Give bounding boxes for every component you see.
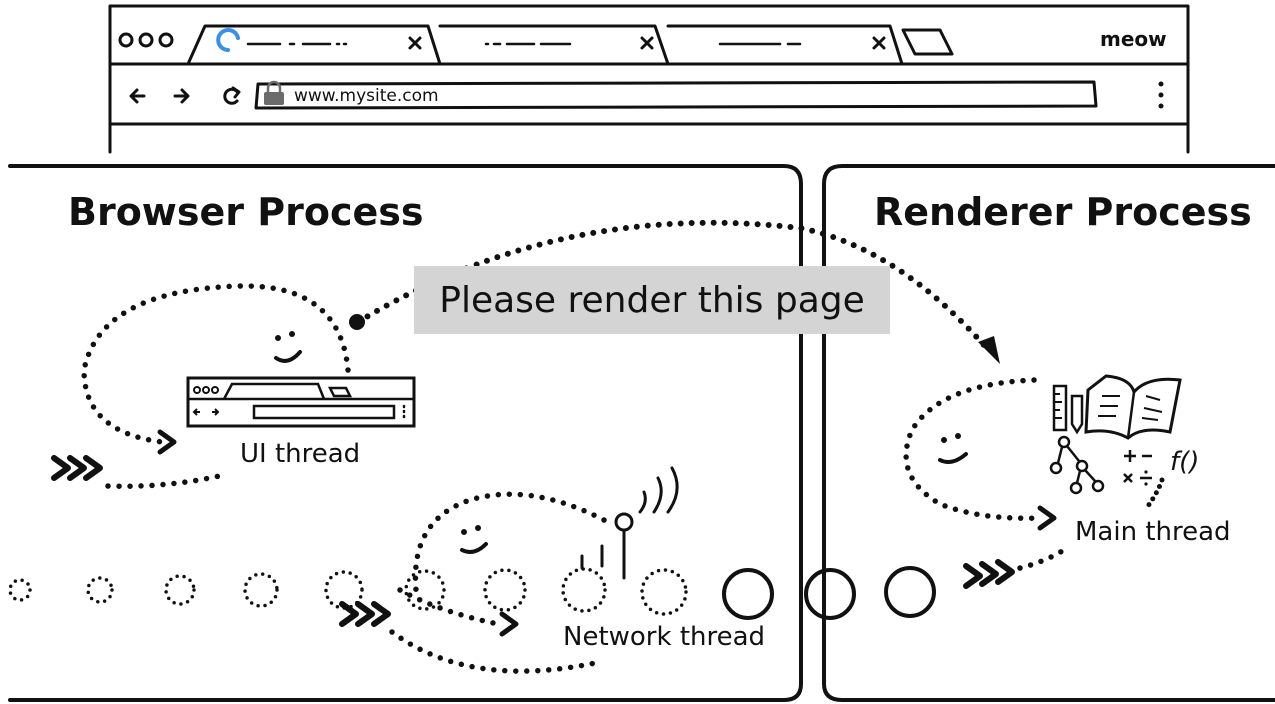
browser-window: meow www.mysite.com: [108, 4, 1190, 154]
main-thread-loop-arrow-icon: [1037, 505, 1057, 531]
reload-icon[interactable]: [223, 86, 241, 105]
brand-label: meow: [1100, 27, 1167, 51]
loading-spinner-icon: [216, 28, 240, 52]
tab-3[interactable]: [666, 24, 904, 66]
lock-icon: [264, 80, 284, 105]
renderer-process-title: Renderer Process: [874, 190, 1252, 234]
queue-item: [243, 572, 279, 608]
tab-1[interactable]: [186, 24, 442, 66]
tab-2[interactable]: [438, 24, 670, 66]
tab-close-icon[interactable]: [408, 36, 422, 50]
browser-process-box: [8, 164, 803, 702]
ui-thread: UI thread: [51, 283, 416, 489]
address-text: www.mysite.com: [294, 86, 439, 106]
queue-item: [164, 574, 196, 606]
ipc-message-origin-dot: [349, 314, 365, 330]
queue-item: [483, 568, 527, 612]
new-tab-button[interactable]: [901, 28, 954, 56]
back-button[interactable]: [129, 88, 146, 104]
window-maximize-dot[interactable]: [158, 32, 174, 48]
network-thread-loop-tail: [397, 587, 501, 627]
back-arrow-icon[interactable]: [129, 88, 146, 104]
main-thread-drip-path: [1145, 477, 1165, 509]
queue-item-solid: [884, 566, 936, 618]
message-text: Please render this page: [439, 280, 865, 321]
ui-thread-loop: [81, 283, 351, 445]
reload-button[interactable]: [223, 86, 241, 105]
ui-thread-face-icon: [274, 331, 302, 363]
forward-button[interactable]: [173, 88, 190, 104]
more-vertical-icon[interactable]: [1158, 81, 1164, 109]
ui-thread-label: UI thread: [240, 439, 360, 469]
queue-item: [640, 568, 688, 616]
queue-item: [86, 576, 114, 604]
queue-item: [561, 567, 607, 613]
queue-item-solid: [722, 568, 774, 620]
tab-close-icon[interactable]: [640, 36, 654, 50]
book-icon: [1084, 374, 1182, 440]
renderer-process-box: [822, 164, 1275, 702]
function-glyph-icon: f(): [1170, 447, 1199, 477]
main-thread-incoming-path: [1017, 547, 1067, 571]
tree-diagram-icon: [1049, 435, 1105, 495]
main-thread: f() Main thread: [903, 374, 1231, 589]
address-bar-outline[interactable]: [254, 80, 1098, 110]
tab-close-icon[interactable]: [872, 36, 886, 50]
message-box: [414, 266, 890, 334]
network-thread: Network thread: [339, 466, 765, 674]
browser-window-frame: [108, 4, 1190, 154]
main-thread-loop: [903, 377, 1043, 521]
queue-item: [404, 569, 446, 611]
forward-arrow-icon[interactable]: [173, 88, 190, 104]
math-symbols-icon: [1123, 450, 1152, 486]
network-thread-loop: [412, 491, 607, 593]
main-thread-face-icon: [938, 433, 968, 464]
queue-item: [8, 578, 32, 602]
window-close-dot[interactable]: [118, 32, 134, 48]
network-thread-incoming-path: [389, 629, 603, 674]
mini-browser-icon: [186, 376, 416, 428]
ipc-message-arrowhead-icon: [978, 336, 1000, 364]
main-thread-chevrons-icon: [963, 559, 1015, 589]
antenna-signal-icon: [580, 466, 679, 580]
ui-thread-chevrons-icon: [51, 455, 103, 481]
ui-thread-incoming-path: [105, 471, 231, 489]
main-thread-label: Main thread: [1075, 517, 1231, 547]
network-thread-loop-arrow-icon: [499, 611, 519, 637]
ipc-message-path: [355, 219, 993, 355]
address-bar[interactable]: www.mysite.com: [254, 80, 1098, 110]
ui-thread-loop-arrow-icon: [157, 429, 177, 455]
browser-process-title: Browser Process: [68, 190, 424, 234]
network-thread-chevrons-icon: [339, 601, 391, 627]
network-thread-label: Network thread: [563, 622, 765, 652]
window-minimize-dot[interactable]: [138, 32, 154, 48]
queue-item: [324, 570, 364, 610]
window-controls[interactable]: [118, 32, 174, 48]
ruler-pencil-icon: [1052, 384, 1084, 435]
message-queue: [8, 566, 936, 620]
network-thread-face-icon: [460, 525, 488, 554]
queue-item-solid: [804, 568, 856, 620]
